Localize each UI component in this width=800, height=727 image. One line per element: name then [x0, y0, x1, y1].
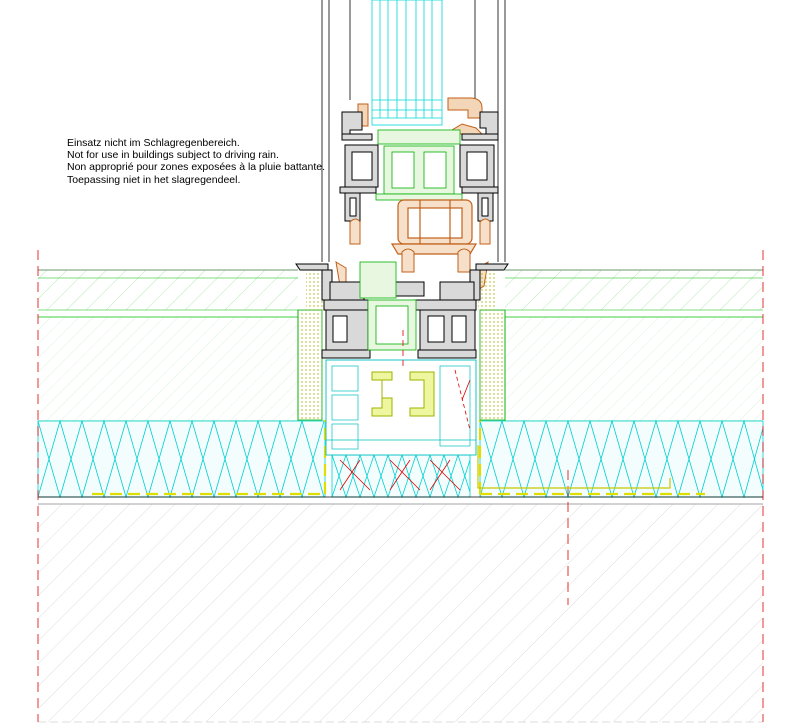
- sill-profile: [325, 359, 477, 456]
- centerline-markers: [37, 250, 764, 722]
- side-membranes: [297, 268, 506, 421]
- rain-warning-note: Einsatz nicht im Schlagregenbereich. Not…: [67, 137, 325, 186]
- membrane-return: [477, 445, 671, 489]
- note-line-dutch: Toepassing niet in het slagregendeel.: [67, 173, 241, 186]
- thermal-break-lower: [359, 261, 417, 351]
- note-line-french: Non approprié pour zones exposées à la p…: [67, 161, 326, 174]
- note-line-english: Not for use in buildings subject to driv…: [67, 149, 279, 162]
- membrane-line: [92, 420, 705, 496]
- note-line-german: Einsatz nicht im Schlagregenbereich.: [67, 137, 240, 149]
- center-gasket: [390, 199, 478, 255]
- insulation-layer: [37, 419, 764, 499]
- concrete-base: [38, 496, 763, 723]
- screed-layer: [38, 269, 763, 311]
- floor-slab: [38, 310, 763, 422]
- glazing-unit: [371, 0, 443, 126]
- sash-profile: [339, 111, 499, 222]
- thermal-break-upper: [375, 129, 463, 201]
